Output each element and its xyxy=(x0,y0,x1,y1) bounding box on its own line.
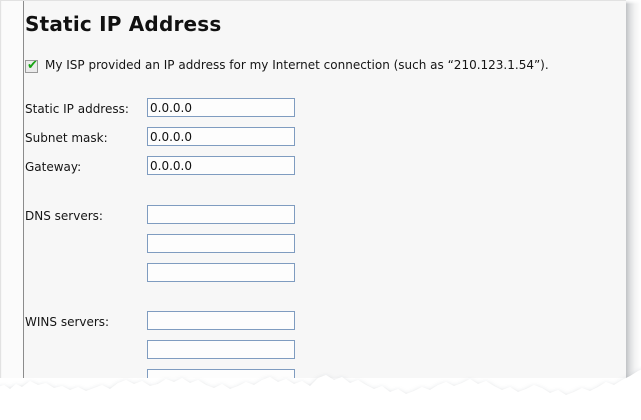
label-static-ip-address: Static IP address: xyxy=(25,102,129,116)
left-gutter xyxy=(2,1,23,378)
checkbox-checked-icon[interactable]: ✔ xyxy=(25,58,38,73)
input-dns-server-3[interactable] xyxy=(147,263,295,282)
input-gateway[interactable] xyxy=(147,156,295,175)
input-wins-server-2[interactable] xyxy=(147,340,295,359)
input-wins-server-3[interactable] xyxy=(147,369,295,378)
sheet-right-shadow xyxy=(626,0,641,380)
margin-rule xyxy=(23,1,24,378)
isp-checkbox-row[interactable]: ✔ My ISP provided an IP address for my I… xyxy=(25,58,549,73)
label-wins-servers: WINS servers: xyxy=(25,315,110,329)
form-content: Static IP Address ✔ My ISP provided an I… xyxy=(24,1,626,378)
dialog-sheet: Static IP Address ✔ My ISP provided an I… xyxy=(0,0,626,378)
sheet-right-shadow-cap xyxy=(626,0,641,4)
input-dns-server-1[interactable] xyxy=(147,205,295,224)
input-subnet-mask[interactable] xyxy=(147,127,295,146)
page-title: Static IP Address xyxy=(25,12,222,36)
input-static-ip-address[interactable] xyxy=(147,98,295,117)
input-dns-server-2[interactable] xyxy=(147,234,295,253)
label-subnet-mask: Subnet mask: xyxy=(25,131,108,145)
label-gateway: Gateway: xyxy=(25,160,82,174)
isp-checkbox-label: My ISP provided an IP address for my Int… xyxy=(45,58,549,72)
input-wins-server-1[interactable] xyxy=(147,311,295,330)
label-dns-servers: DNS servers: xyxy=(25,209,103,223)
check-mark-glyph: ✔ xyxy=(27,58,38,73)
